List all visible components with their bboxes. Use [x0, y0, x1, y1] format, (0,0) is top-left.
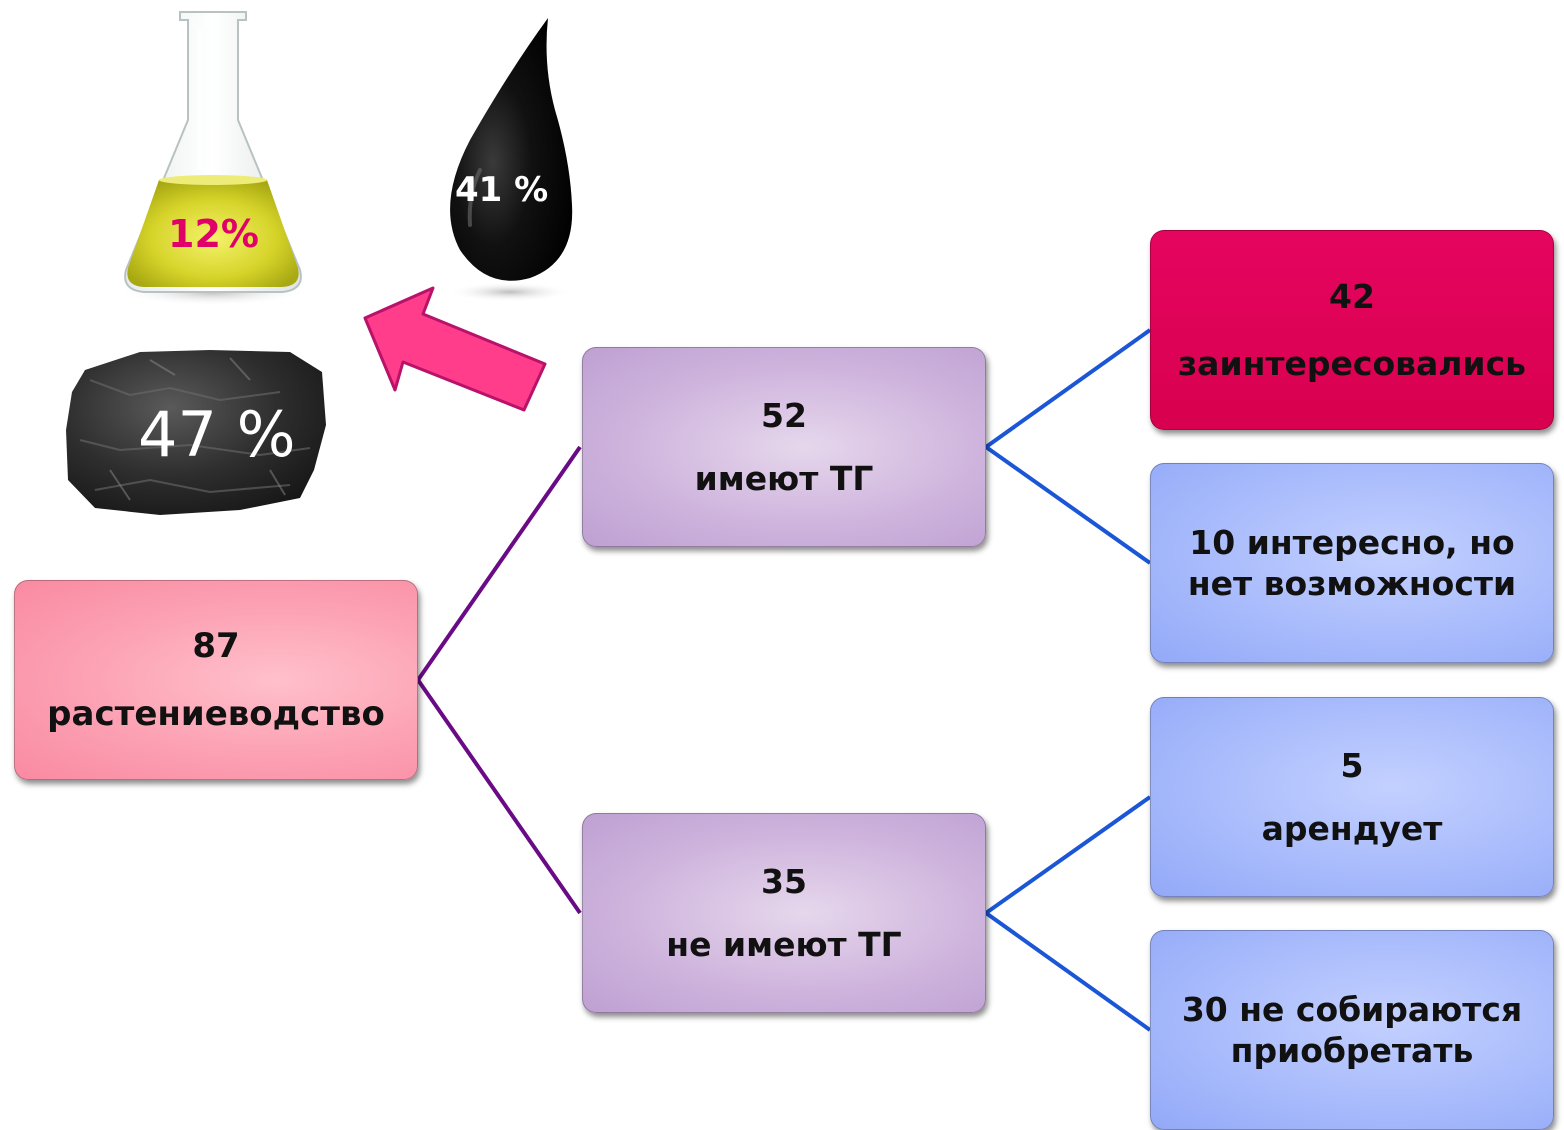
node-label: растениеводство — [47, 694, 385, 734]
link-have-nopos — [984, 445, 1152, 565]
link-root-nohave — [416, 678, 582, 915]
node-label: 30 не собираются приобретать — [1181, 989, 1523, 1070]
node-label: 10 интересно, но нет возможности — [1187, 522, 1517, 603]
node-number: 42 — [1329, 276, 1375, 316]
node-number: 52 — [761, 395, 807, 435]
node-label: не имеют ТГ — [666, 925, 902, 964]
node-crop-production: 87 растениеводство — [14, 580, 418, 780]
node-number: 35 — [761, 861, 807, 901]
link-have-interested — [984, 328, 1152, 449]
node-label: арендует — [1261, 809, 1443, 848]
node-label: заинтересовались — [1178, 344, 1526, 383]
link-nohave-rent — [984, 795, 1152, 915]
link-nohave-notbuy — [984, 911, 1152, 1032]
node-rent: 5 арендует — [1150, 697, 1554, 897]
node-no-tg: 35 не имеют ТГ — [582, 813, 986, 1013]
oil-drop-icon — [448, 18, 573, 302]
node-number: 87 — [192, 625, 240, 666]
node-have-tg: 52 имеют ТГ — [582, 347, 986, 547]
flask-icon — [118, 11, 308, 306]
arrow-icon — [363, 286, 547, 412]
oil-drop-percent: 41 % — [455, 170, 549, 210]
coal-percent: 47 % — [138, 398, 296, 471]
node-no-possibility: 10 интересно, но нет возможности — [1150, 463, 1554, 663]
node-interested: 42 заинтересовались — [1150, 230, 1554, 430]
node-not-buy: 30 не собираются приобретать — [1150, 930, 1554, 1130]
coal-icon — [66, 350, 326, 515]
flask-percent: 12% — [168, 212, 259, 256]
node-number: 5 — [1340, 745, 1364, 785]
node-label: имеют ТГ — [694, 459, 874, 498]
link-root-have — [416, 445, 582, 682]
